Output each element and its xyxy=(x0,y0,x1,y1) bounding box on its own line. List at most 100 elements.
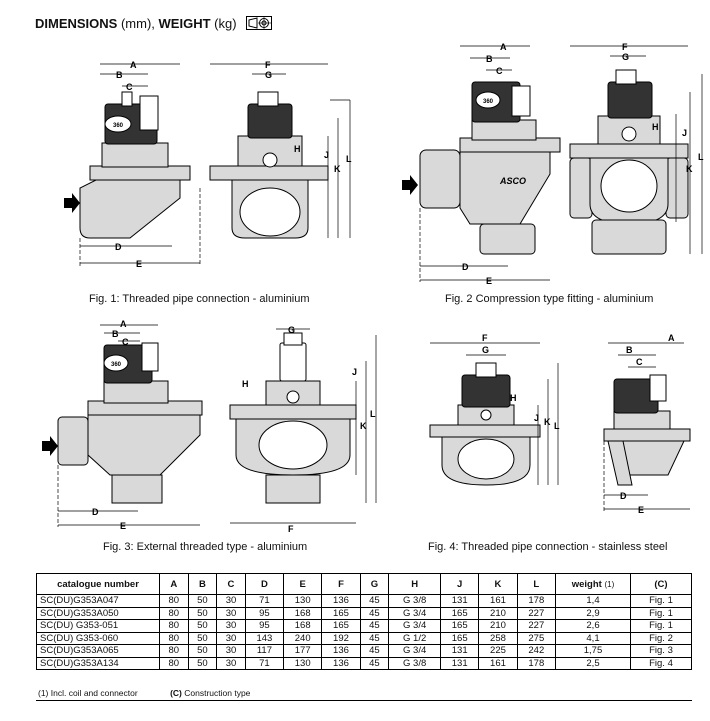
fig3-label-H: H xyxy=(242,379,249,389)
table-cell: 1,75 xyxy=(555,644,631,658)
table-cell: 80 xyxy=(159,644,189,658)
fig1-label-K: K xyxy=(334,164,341,174)
table-cell: 143 xyxy=(244,631,285,645)
table-cell: 2,5 xyxy=(555,656,631,670)
fig4-label-B: B xyxy=(626,345,633,355)
table-cell: 80 xyxy=(159,656,189,670)
fig1-label-F: F xyxy=(265,60,271,70)
table-cell: 177 xyxy=(283,644,323,658)
table-cell: 275 xyxy=(516,631,557,645)
fig1-label-B: B xyxy=(116,70,123,80)
col-C: C xyxy=(216,573,246,595)
fig1-side-view: 360 D E A B C xyxy=(64,60,201,268)
table-cell: Fig. 4 xyxy=(630,656,692,670)
table-cell: 161 xyxy=(478,594,518,608)
figure-3-caption: Fig. 3: External threaded type - alumini… xyxy=(103,541,308,553)
fig2-front-view: F G H J K L xyxy=(569,42,704,255)
col-A: A xyxy=(159,573,189,595)
table-cell: 165 xyxy=(321,606,361,620)
heading-weight: WEIGHT xyxy=(158,16,211,31)
fig1-label-H: H xyxy=(294,144,301,154)
col-K: K xyxy=(478,573,518,595)
fig4-side-view: A B C D E xyxy=(603,333,691,515)
projection-symbol-icon xyxy=(246,16,273,33)
table-cell: G 1/2 xyxy=(388,631,442,645)
heading-unit-mm: (mm), xyxy=(120,16,155,31)
fig2-label-C: C xyxy=(496,66,503,76)
fig4-label-H: H xyxy=(510,393,517,403)
figure-4-drawing: F G H J K L A B C D E xyxy=(429,333,691,515)
table-cell: 168 xyxy=(283,606,323,620)
fig3-label-C: C xyxy=(122,337,129,347)
table-cell: 242 xyxy=(516,644,557,658)
fig4-label-D: D xyxy=(620,491,627,501)
table-cell: G 3/4 xyxy=(388,644,442,658)
table-cell: 50 xyxy=(187,606,218,620)
col-weight: weight (1) xyxy=(555,573,631,595)
table-cell: 2,9 xyxy=(555,606,631,620)
table-cell: 45 xyxy=(359,631,390,645)
table-cell: 136 xyxy=(321,644,361,658)
fig4-front-view: F G H J K L xyxy=(429,333,560,486)
fig3-label-J: J xyxy=(352,367,357,377)
fig1-label-A: A xyxy=(130,60,137,70)
table-cell: Fig. 1 xyxy=(630,619,692,633)
fig3-label-D: D xyxy=(92,507,99,517)
table-cell: 165 xyxy=(440,631,480,645)
table-cell: 210 xyxy=(478,606,518,620)
table-cell: 30 xyxy=(216,594,246,608)
fig1-label-D: D xyxy=(115,242,122,252)
fig2-label-G: G xyxy=(622,52,629,62)
col-catalogue-number: catalogue number xyxy=(36,573,160,595)
fig1-label-C: C xyxy=(126,82,133,92)
table-cell: 165 xyxy=(440,619,480,633)
table-cell: 95 xyxy=(244,619,285,633)
table-cell: 1,4 xyxy=(555,594,631,608)
footnote-weight: (1) Incl. coil and connector xyxy=(38,688,138,698)
table-header-row: catalogue number A B C D E F G H J K L w… xyxy=(36,573,692,595)
table-cell: 227 xyxy=(516,619,557,633)
table-footnotes: (1) Incl. coil and connector (C) Constru… xyxy=(38,688,250,698)
col-H: H xyxy=(388,573,442,595)
fig4-label-A: A xyxy=(668,333,675,343)
table-cell: 30 xyxy=(216,619,246,633)
table-cell: 80 xyxy=(159,631,189,645)
table-cell: 178 xyxy=(516,594,557,608)
fig2-label-F: F xyxy=(622,42,628,52)
table-cell: 225 xyxy=(478,644,518,658)
fig2-label-B: B xyxy=(486,54,493,64)
table-cell: 45 xyxy=(359,656,390,670)
table-cell: 4,1 xyxy=(555,631,631,645)
table-cell: 227 xyxy=(516,606,557,620)
table-cell: 30 xyxy=(216,606,246,620)
fig4-label-F: F xyxy=(482,333,488,343)
heading-unit-kg: (kg) xyxy=(214,16,237,31)
table-cell: 50 xyxy=(187,631,218,645)
footnote-c-letter: (C) xyxy=(170,688,182,698)
fig3-label-A: A xyxy=(120,319,127,329)
figure-3-drawing: 360 A B C D E F G H J K L xyxy=(42,319,377,533)
fig3-label-F: F xyxy=(288,524,294,533)
figure-1-drawing: 360 D E A B C F G H J K L xyxy=(64,60,352,268)
table-cell: Fig. 2 xyxy=(630,631,692,645)
col-L: L xyxy=(516,573,557,595)
table-cell: 50 xyxy=(187,656,218,670)
table-cell: 45 xyxy=(359,644,390,658)
col-construction-type: (C) xyxy=(630,573,692,595)
figure-1-caption: Fig. 1: Threaded pipe connection - alumi… xyxy=(89,293,310,305)
cell-catalogue-number: SC(DU)G353A050 xyxy=(36,606,160,620)
fig2-label-A: A xyxy=(500,42,507,52)
fig3-side-view: 360 A B C D E xyxy=(42,319,203,531)
fig2-label-E: E xyxy=(486,276,492,284)
table-cell: 161 xyxy=(478,656,518,670)
fig2-side-view: 360 ASCO A B C D E xyxy=(402,42,561,284)
fig4-label-J: J xyxy=(534,413,539,423)
dimensions-table: catalogue number A B C D E F G H J K L w… xyxy=(36,573,692,670)
table-cell: G 3/4 xyxy=(388,606,442,620)
table-cell: 30 xyxy=(216,644,246,658)
table-cell: 210 xyxy=(478,619,518,633)
footnote-construction: Construction type xyxy=(184,688,251,698)
